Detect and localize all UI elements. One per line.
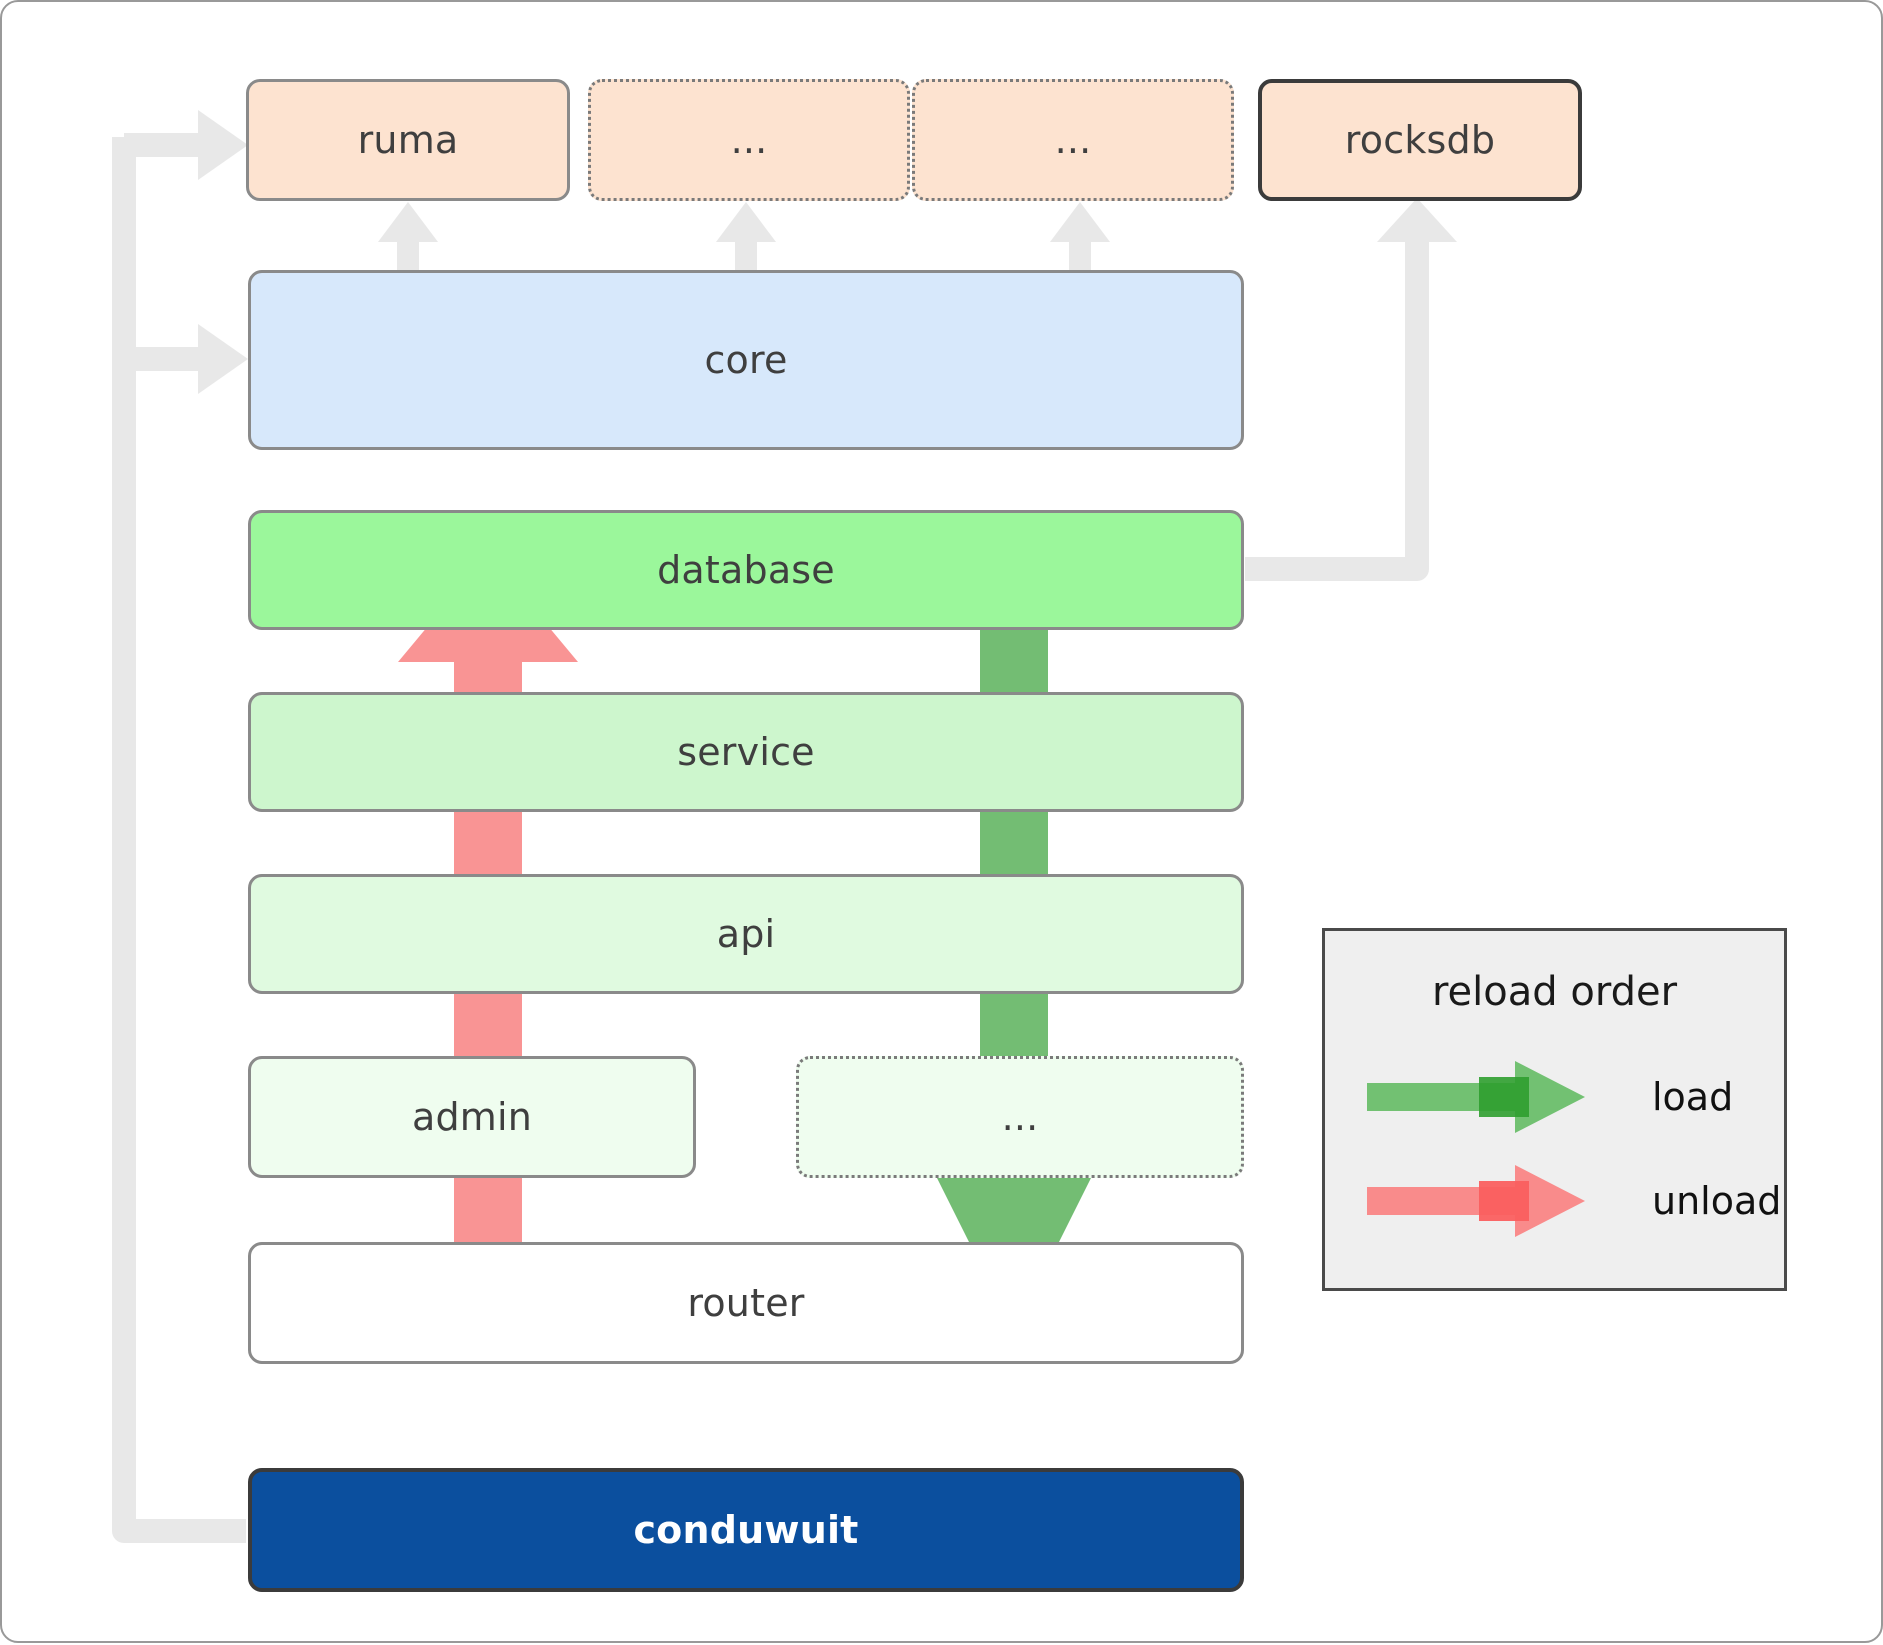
unload-arrow-icon [1367,1161,1612,1241]
node-label: router [687,1281,805,1325]
load-arrow-icon [1367,1057,1612,1137]
node-label: database [657,548,835,592]
node-rocksdb[interactable]: rocksdb [1258,79,1582,201]
node-lib-dots1[interactable]: ... [588,79,910,201]
node-ruma[interactable]: ruma [246,79,570,201]
node-label: conduwuit [633,1508,859,1552]
node-service[interactable]: service [248,692,1244,812]
node-label: ruma [357,118,459,162]
legend-title: reload order [1431,969,1678,1015]
node-label: service [677,730,815,774]
node-label: admin [411,1095,533,1139]
legend-label-load: load [1652,1075,1734,1119]
connector-database-to-rocksdb [1245,198,1457,581]
legend-panel: reload order load unload [1322,928,1787,1291]
node-router[interactable]: router [248,1242,1244,1364]
legend-row-load: load [1325,1057,1784,1137]
node-layer-dots[interactable]: ... [796,1056,1244,1178]
node-label: api [716,912,776,956]
node-database[interactable]: database [248,510,1244,630]
connector-conduwuit-to-deps [112,110,248,1543]
legend-label-unload: unload [1652,1179,1782,1223]
node-api[interactable]: api [248,874,1244,994]
node-label: ... [1001,1095,1039,1139]
node-core[interactable]: core [248,270,1244,450]
node-lib-dots2[interactable]: ... [912,79,1234,201]
connector-core-to-libs [378,202,1110,272]
node-admin[interactable]: admin [248,1056,696,1178]
node-label: rocksdb [1344,118,1496,162]
node-conduwuit[interactable]: conduwuit [248,1468,1244,1592]
node-label: ... [1054,118,1092,162]
node-label: core [704,338,788,382]
legend-row-unload: unload [1325,1161,1784,1241]
node-label: ... [730,118,768,162]
